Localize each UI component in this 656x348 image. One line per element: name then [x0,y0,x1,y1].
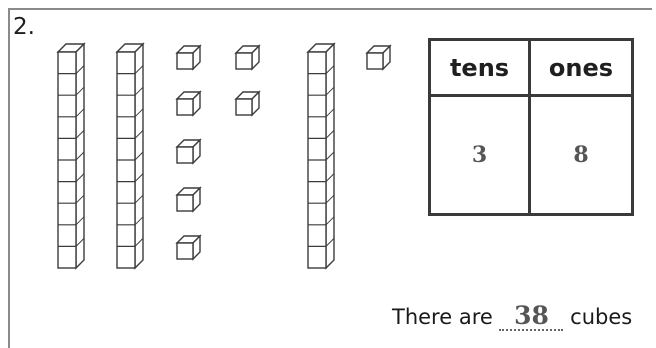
sentence-prefix: There are [392,305,493,329]
unit-cube [177,46,200,69]
unit-cube [236,46,259,69]
ones-value: 8 [531,97,631,213]
unit-cube [177,188,200,211]
place-value-table: tens ones 3 8 [428,38,634,216]
tens-rod [308,44,334,268]
unit-cube [367,46,390,69]
answer-blank[interactable]: 38 [499,303,563,331]
answer-sentence: There are 38 cubes [392,303,632,331]
tens-header: tens [431,41,531,97]
unit-cube [236,92,259,115]
sentence-suffix: cubes [570,305,632,329]
tens-rod [117,44,143,268]
tens-value: 3 [431,97,531,213]
ones-header: ones [531,41,631,97]
unit-cube [177,140,200,163]
tens-rod [58,44,84,268]
unit-cube [177,92,200,115]
unit-cube [177,236,200,259]
